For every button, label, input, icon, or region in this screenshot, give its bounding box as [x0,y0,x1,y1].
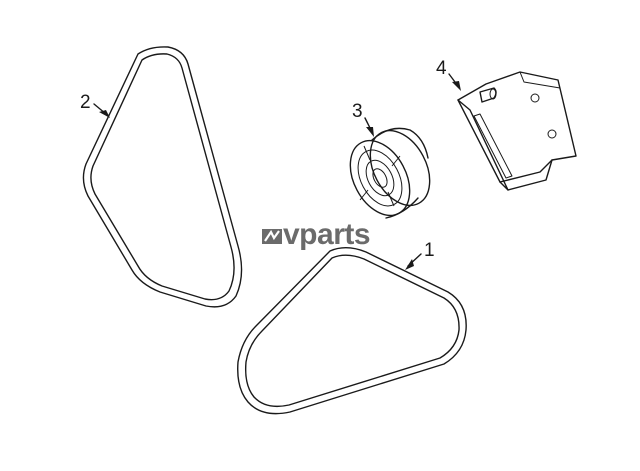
callout-4: 4 [436,58,461,91]
callout-4-label: 4 [436,58,447,79]
pulley-3[interactable] [338,120,441,225]
tensioner-4[interactable] [457,71,577,191]
watermark-text: vparts [283,218,370,251]
callout-2: 2 [80,92,110,118]
belt-1[interactable] [237,247,467,415]
watermark-logo: vparts [262,218,371,251]
callout-2-label: 2 [80,92,91,113]
belt-2[interactable] [82,46,243,308]
callout-3-label: 3 [352,101,363,122]
callout-1-label: 1 [424,240,435,261]
callout-3: 3 [352,101,374,137]
callout-1: 1 [405,240,435,270]
logo-mark-icon [264,229,280,242]
